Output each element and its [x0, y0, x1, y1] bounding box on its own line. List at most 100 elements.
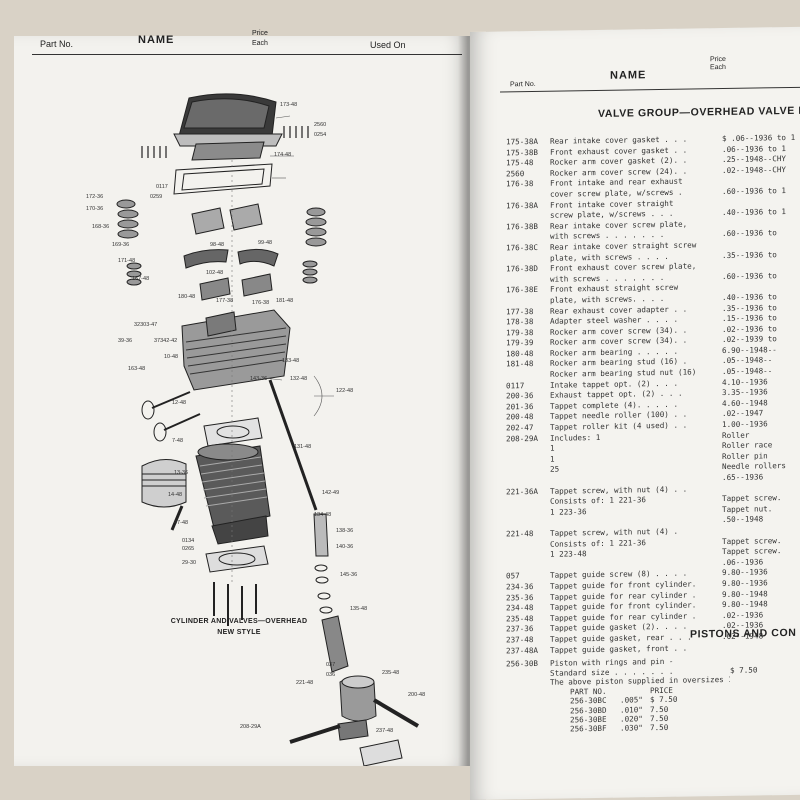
oversize-header-spacer [620, 686, 650, 696]
label-180-48: 180-48 [178, 294, 196, 300]
diagram-caption-line1: CYLINDER AND VALVES—OVERHEAD [170, 618, 308, 625]
header-used-on: Used On [370, 40, 406, 50]
part-number-cell: 175-38B [506, 147, 539, 158]
part-number-cell: 2560 [506, 168, 525, 179]
part-number-cell: 179-39 [506, 338, 534, 348]
label-99-48: 99-48 [258, 240, 273, 246]
part-number-cell: 237-36 [506, 624, 534, 634]
label-176-38: 176-38 [252, 300, 270, 306]
label-135-48: 135-48 [350, 606, 368, 612]
part-number-cell: 180-48 [506, 348, 534, 359]
part-number-cell: 176-38D [506, 264, 539, 274]
part-price-cell [722, 641, 800, 653]
label-173-48: 173-48 [280, 102, 298, 108]
part-number-cell [506, 232, 550, 243]
label-237-48: 237-48 [376, 728, 394, 734]
label-98-48: 98-48 [210, 242, 225, 248]
part-number-cell [506, 465, 550, 476]
label-2560-r: 2560 [314, 122, 327, 128]
label-168-36: 168-36 [92, 224, 110, 230]
part-number-cell [506, 476, 550, 487]
part-number-cell: 176-38C [506, 242, 539, 253]
part-number-cell [506, 274, 550, 285]
oversize-part: 256-30BF [570, 724, 607, 734]
part-number-cell: 208-29A [506, 433, 539, 444]
label-47-48: 47-48 [174, 520, 189, 526]
part-number-cell [506, 508, 550, 519]
part-number-cell: 175-48 [506, 158, 534, 168]
part-number-cell: 235-48 [506, 613, 534, 624]
label-7-48: 7-48 [172, 438, 184, 444]
label-10-48: 10-48 [164, 354, 179, 360]
part-number-cell [506, 190, 550, 201]
oversize-size: .020" [620, 714, 643, 724]
label-37342-42: 37342-42 [154, 338, 178, 344]
oversize-size: .030" [620, 723, 643, 734]
part-number-cell: 177-38 [506, 306, 534, 316]
part-number-cell: 175-38A [506, 136, 539, 147]
label-174-48: 174-48 [274, 152, 292, 158]
label-172-36: 172-36 [86, 194, 104, 200]
header-each: Each [252, 40, 268, 47]
part-number-cell: 178-38 [506, 317, 534, 327]
right-page: Part No. NAME Price Each VALVE GROUP—OVE… [470, 26, 800, 800]
part-number-cell [506, 296, 550, 307]
part-name-cell: Tappet guide gasket, front . . [550, 643, 688, 655]
label-208-29A: 208-29A [240, 724, 261, 730]
label-132-48: 132-48 [290, 376, 308, 382]
label-0259: 0259 [150, 194, 163, 200]
part-number-cell [506, 550, 550, 561]
label-0117: 0117 [156, 184, 168, 190]
label-0134: 0134 [182, 538, 195, 544]
label-036: 036 [326, 672, 336, 678]
piston-part-number [506, 678, 550, 688]
label-138-36: 138-36 [336, 528, 354, 534]
part-number-cell [506, 444, 550, 455]
exploded-diagram [116, 93, 420, 766]
part-number-cell: 057 [506, 571, 520, 581]
part-number-cell [506, 370, 550, 381]
label-145-36: 145-36 [340, 572, 358, 578]
part-number-cell: 181-48 [506, 359, 534, 369]
label-102-48: 102-48 [206, 270, 224, 276]
left-page: Part No. NAME Price Each Used On [14, 30, 470, 766]
label-29-30: 29-30 [182, 560, 197, 566]
label-13-36: 13-36 [174, 470, 189, 476]
label-131-48: 131-48 [294, 444, 312, 450]
label-169-36: 169-36 [112, 242, 130, 248]
label-177-38: 177-38 [216, 298, 234, 304]
label-200-48: 200-48 [408, 692, 426, 698]
part-number-cell: 0117 [506, 380, 525, 391]
part-number-cell: 237-48 [506, 634, 534, 645]
label-133-48: 133-48 [282, 358, 300, 364]
part-number-cell: 234-48 [506, 603, 534, 613]
label-14-48: 14-48 [168, 492, 183, 498]
label-142-49: 142-49 [322, 490, 340, 496]
part-number-cell [506, 455, 550, 466]
part-number-cell: 176-38A [506, 200, 539, 210]
section-title-pistons: PISTONS AND CON [690, 626, 797, 641]
label-181-48: 181-48 [276, 298, 294, 304]
label-39-36: 39-36 [118, 338, 133, 344]
label-12-48: 12-48 [172, 400, 187, 406]
section-title-valve-group: VALVE GROUP—OVERHEAD VALVE MOD [598, 104, 800, 120]
header-price-right: Price [710, 55, 726, 64]
header-each-right: Each [710, 63, 726, 72]
label-0265: 0265 [182, 546, 195, 552]
header-rule [32, 54, 462, 55]
part-number-cell [506, 539, 550, 550]
oversize-size: .005" [620, 695, 643, 705]
part-number-cell [506, 497, 550, 508]
header-price: Price [252, 30, 268, 37]
header-name: NAME [138, 34, 175, 46]
part-number-cell [506, 560, 550, 571]
piston-price: $ 7.50 [730, 665, 758, 675]
part-number-cell: 176-38B [506, 221, 539, 232]
part-number-cell: 179-38 [506, 327, 534, 338]
label-163-48: 163-48 [128, 366, 146, 372]
label-143-36: 143-36 [250, 376, 268, 382]
part-number-cell: 176-38E [506, 285, 539, 295]
label-170-36: 170-36 [86, 206, 104, 212]
